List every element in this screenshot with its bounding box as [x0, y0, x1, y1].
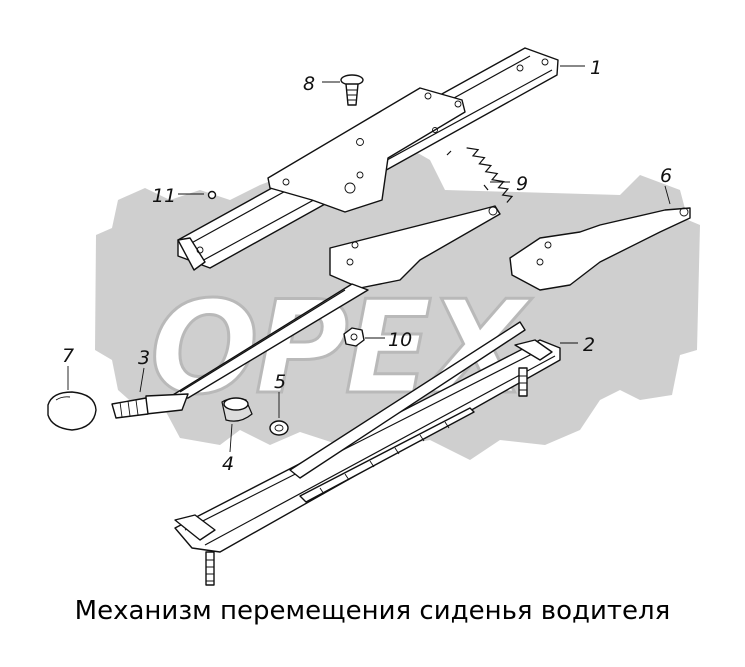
callout-numbers: 1 2 3 4 5 6 7 8 9 10 11	[62, 57, 672, 475]
exploded-parts-diagram: OPEX	[47, 47, 700, 586]
washer-part-5	[269, 420, 289, 436]
callout-4: 4	[222, 453, 234, 475]
screw-part-8	[340, 74, 364, 106]
callout-6: 6	[660, 165, 672, 187]
ball-part-11	[207, 190, 217, 200]
lower-rail-part-2	[174, 321, 561, 586]
plug-part-4	[221, 397, 253, 422]
callout-2: 2	[583, 334, 595, 356]
release-lever-part-3	[111, 205, 501, 419]
callout-10: 10	[388, 329, 412, 351]
nut-part-10	[343, 327, 365, 347]
callout-3: 3	[138, 347, 150, 369]
knob-part-7	[47, 391, 97, 431]
plate-part-6	[509, 207, 691, 291]
callout-leaders	[67, 65, 671, 453]
diagram-title: Механизм перемещения сиденья водителя	[74, 596, 671, 626]
callout-7: 7	[62, 345, 74, 367]
upper-rail-assembly	[177, 47, 559, 271]
callout-9: 9	[516, 173, 528, 195]
callout-8: 8	[303, 73, 315, 95]
callout-5: 5	[274, 371, 286, 393]
spring-part-9	[446, 147, 514, 203]
callout-11: 11	[152, 185, 176, 207]
callout-1: 1	[590, 57, 602, 79]
